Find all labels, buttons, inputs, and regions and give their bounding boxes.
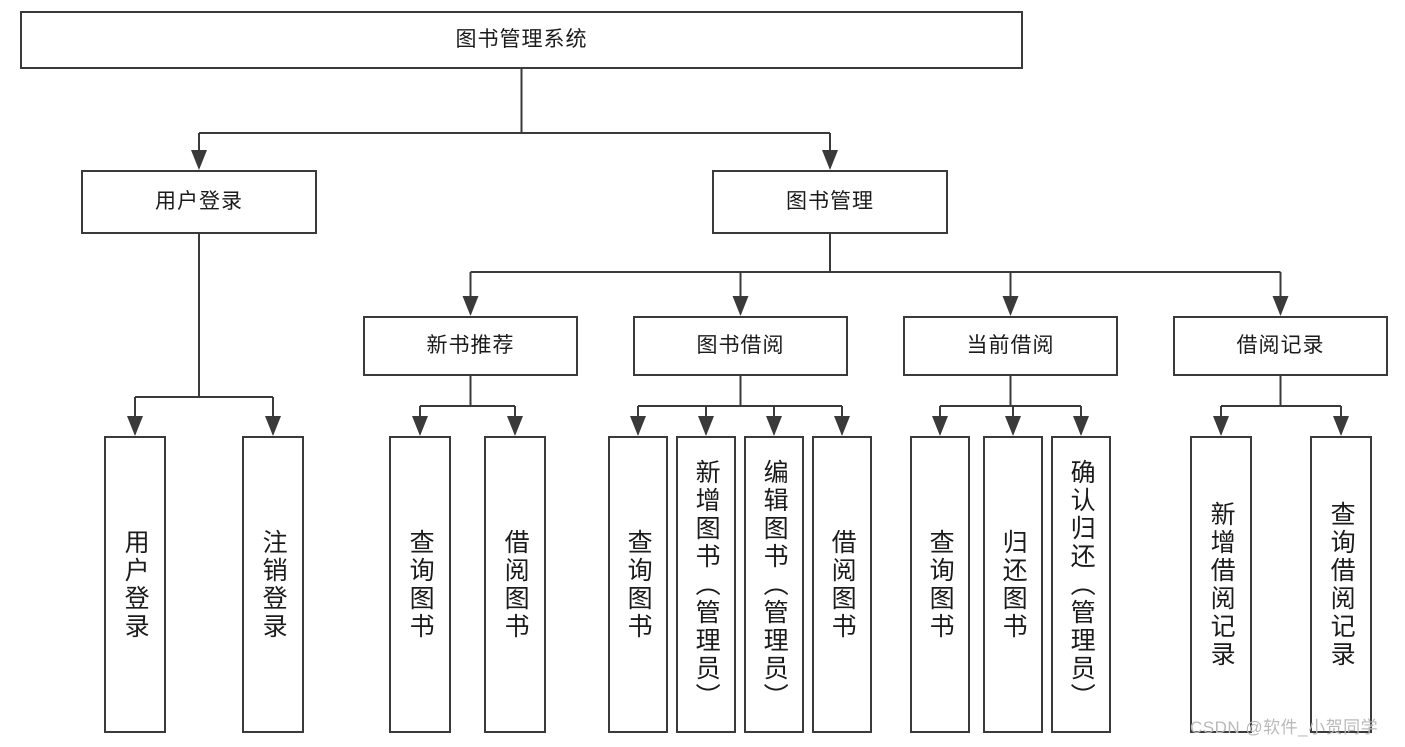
arrow-head-icon xyxy=(732,296,749,316)
node-l4-6[interactable]: 新增图书（管理员） xyxy=(676,436,736,733)
arrow-head-icon xyxy=(462,296,479,316)
node-label: 图书管理 xyxy=(786,190,874,214)
node-l4-11[interactable]: 确认归还（管理员） xyxy=(1051,436,1111,733)
arrow-head-icon xyxy=(766,416,782,436)
node-label: 确认归还（管理员） xyxy=(1067,458,1096,711)
node-l2-2[interactable]: 图书管理 xyxy=(712,170,948,234)
node-l4-4[interactable]: 借阅图书 xyxy=(484,436,546,733)
node-label: 查询图书 xyxy=(926,528,955,641)
node-l4-8[interactable]: 借阅图书 xyxy=(812,436,872,733)
node-label: 借阅图书 xyxy=(828,528,857,641)
arrow-head-icon xyxy=(822,150,838,170)
arrow-head-icon xyxy=(834,416,850,436)
node-l2-1[interactable]: 用户登录 xyxy=(81,170,317,234)
arrow-head-icon xyxy=(1002,296,1019,316)
node-label: 新书推荐 xyxy=(426,334,515,358)
arrow-head-icon xyxy=(265,416,281,436)
arrow-head-icon xyxy=(191,150,207,170)
node-l4-9[interactable]: 查询图书 xyxy=(910,436,970,733)
node-label: 查询图书 xyxy=(624,528,653,641)
node-l4-1[interactable]: 用户登录 xyxy=(104,436,166,733)
node-l4-3[interactable]: 查询图书 xyxy=(389,436,451,733)
node-label: 编辑图书（管理员） xyxy=(760,458,789,711)
node-root[interactable]: 图书管理系统 xyxy=(20,11,1023,69)
node-label: 借阅记录 xyxy=(1236,334,1325,358)
arrow-head-icon xyxy=(1073,416,1089,436)
arrow-head-icon xyxy=(698,416,714,436)
arrow-head-icon xyxy=(1213,416,1229,436)
node-label: 新增借阅记录 xyxy=(1207,500,1236,669)
node-label: 新增图书（管理员） xyxy=(692,458,721,711)
node-l3-3[interactable]: 当前借阅 xyxy=(903,316,1118,376)
node-l3-2[interactable]: 图书借阅 xyxy=(633,316,848,376)
node-l4-2[interactable]: 注销登录 xyxy=(242,436,304,733)
node-label: 查询借阅记录 xyxy=(1327,500,1356,669)
node-label: 注销登录 xyxy=(259,528,288,641)
arrow-head-icon xyxy=(1333,416,1349,436)
node-label: 查询图书 xyxy=(406,528,435,641)
node-l3-4[interactable]: 借阅记录 xyxy=(1173,316,1388,376)
node-label: 归还图书 xyxy=(999,528,1028,641)
arrow-head-icon xyxy=(1272,296,1289,316)
arrow-head-icon xyxy=(932,416,948,436)
arrow-head-icon xyxy=(127,416,143,436)
arrow-head-icon xyxy=(630,416,646,436)
node-l3-1[interactable]: 新书推荐 xyxy=(363,316,578,376)
node-l4-13[interactable]: 查询借阅记录 xyxy=(1310,436,1372,733)
node-label: 借阅图书 xyxy=(501,528,530,641)
node-l4-12[interactable]: 新增借阅记录 xyxy=(1190,436,1252,733)
arrow-head-icon xyxy=(507,416,523,436)
node-label: 图书管理系统 xyxy=(455,28,588,52)
node-l4-7[interactable]: 编辑图书（管理员） xyxy=(744,436,804,733)
node-l4-10[interactable]: 归还图书 xyxy=(983,436,1043,733)
arrow-head-icon xyxy=(412,416,428,436)
node-label: 当前借阅 xyxy=(966,334,1055,358)
arrow-head-icon xyxy=(1005,416,1021,436)
node-label: 图书借阅 xyxy=(696,334,785,358)
node-label: 用户登录 xyxy=(155,190,243,214)
node-label: 用户登录 xyxy=(121,528,150,641)
node-l4-5[interactable]: 查询图书 xyxy=(608,436,668,733)
